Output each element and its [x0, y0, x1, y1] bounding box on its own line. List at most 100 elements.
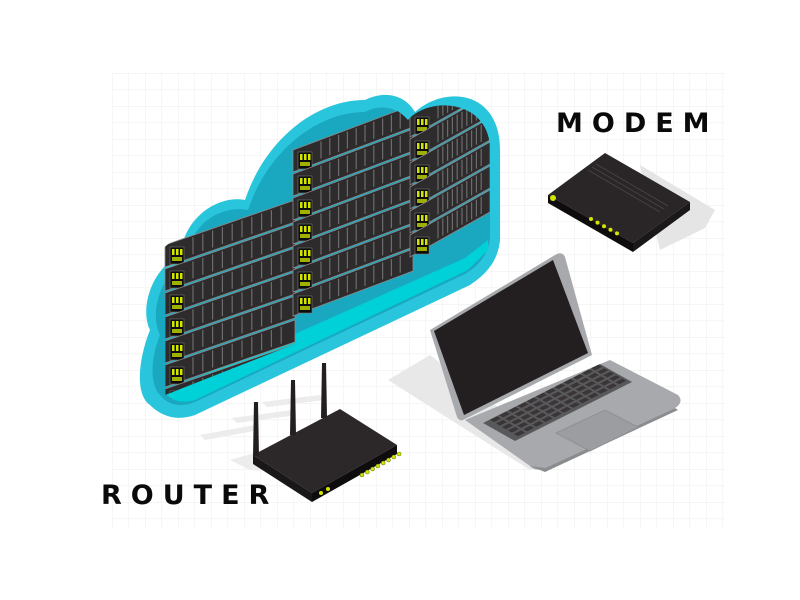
server-led-bar	[417, 247, 427, 251]
keyboard-key	[569, 402, 581, 408]
modem-icon	[548, 153, 715, 252]
server-led	[308, 274, 311, 280]
router-led	[380, 460, 386, 466]
server-led	[425, 167, 428, 173]
keyboard-key	[578, 377, 590, 384]
keyboard-key	[544, 408, 556, 414]
modem-front	[548, 195, 633, 252]
keyboard-key	[508, 426, 519, 433]
keyboard-key	[575, 385, 587, 392]
server-led	[176, 321, 179, 327]
server-unit	[164, 247, 296, 316]
server-unit	[292, 128, 414, 197]
server-unit	[164, 295, 296, 364]
keyboard-key	[517, 422, 529, 428]
server-unit	[409, 117, 490, 186]
server-led	[180, 273, 183, 279]
modem-top	[548, 153, 690, 243]
server-led	[421, 143, 424, 149]
server-unit	[164, 199, 296, 268]
keyboard-key	[526, 397, 538, 404]
server-led	[304, 274, 307, 280]
antenna	[253, 402, 259, 456]
modem-label: MODEM	[556, 108, 719, 139]
keyboard-key	[514, 430, 525, 437]
server-led	[304, 226, 307, 232]
server-led	[417, 143, 420, 149]
keyboard-key	[538, 404, 550, 411]
keyboard-keys	[490, 364, 627, 437]
router-led	[365, 469, 370, 475]
server-led-bar	[172, 329, 182, 333]
modem-led	[615, 231, 619, 236]
server-unit	[292, 105, 414, 173]
keyboard-key	[572, 374, 584, 380]
keyboard-key	[499, 411, 511, 418]
keyboard-key	[545, 388, 557, 394]
modem-leds	[589, 217, 619, 236]
server-led	[304, 178, 307, 184]
server-led-bar	[417, 175, 427, 179]
server-led-bar	[172, 281, 182, 285]
keyboard-key	[523, 405, 535, 412]
server-led	[308, 154, 311, 160]
keyboard-key	[591, 364, 603, 371]
router-leds	[319, 451, 402, 495]
keyboard-key	[566, 390, 578, 397]
keyboard-key	[596, 388, 608, 394]
server-led	[172, 345, 175, 351]
keyboard-key	[520, 414, 532, 420]
server-led	[172, 369, 175, 375]
server-led	[421, 119, 424, 125]
keyboard-key	[563, 378, 575, 385]
server-led-bar	[417, 127, 427, 131]
server-unit	[292, 152, 414, 221]
keyboard-key	[560, 387, 572, 393]
server-led	[172, 297, 175, 303]
keyboard-key	[563, 398, 575, 405]
modem-side	[633, 202, 690, 252]
router-led	[326, 487, 330, 491]
server-led	[176, 345, 179, 351]
server-unit	[292, 176, 414, 245]
server-unit	[409, 105, 490, 138]
keyboard-key	[587, 392, 599, 399]
keyboard-key	[508, 407, 520, 413]
server-led	[308, 250, 311, 256]
keyboard-key	[569, 382, 581, 388]
server-led	[180, 249, 183, 255]
laptop-screen	[434, 260, 588, 415]
keyboard-key	[594, 376, 605, 383]
router-led	[370, 466, 375, 472]
keyboard-key	[554, 403, 565, 410]
server-led	[421, 167, 424, 173]
server-led	[425, 119, 428, 125]
keyboard-key	[550, 411, 562, 418]
keyboard-key	[514, 410, 526, 417]
router-led	[391, 454, 397, 460]
laptop-base	[465, 360, 681, 470]
server-led	[304, 202, 307, 208]
server-led	[300, 226, 303, 232]
laptop-icon	[388, 253, 681, 472]
server-led	[176, 273, 179, 279]
keyboard-key	[588, 372, 599, 379]
antenna	[290, 380, 296, 435]
server-led-bar	[417, 151, 427, 155]
server-led-bar	[300, 210, 310, 214]
keyboard-key	[609, 375, 621, 381]
server-led	[308, 202, 311, 208]
keyboard-key	[557, 395, 569, 401]
server-face	[409, 165, 490, 234]
server-led-bar	[300, 306, 310, 310]
server-led	[425, 143, 428, 149]
keyboard-key	[606, 383, 617, 390]
keyboard-key	[490, 416, 501, 423]
server-led	[176, 297, 179, 303]
server-led-bar	[300, 162, 310, 166]
keyboard-key	[526, 417, 538, 424]
server-led-bar	[172, 305, 182, 309]
router-led	[375, 463, 381, 469]
keyboard-key	[603, 371, 615, 378]
